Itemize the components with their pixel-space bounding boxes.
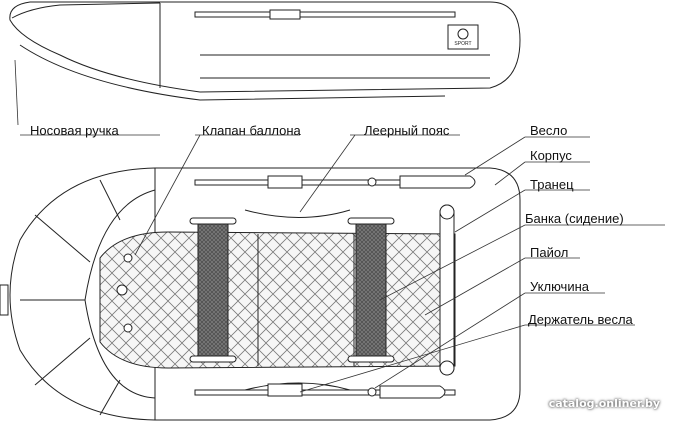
- side-hull-outline: [9, 1, 521, 93]
- oar-top: [194, 175, 476, 189]
- side-view: SPORT: [9, 1, 521, 101]
- seat-front: [197, 219, 229, 361]
- label-valve: Клапан баллона: [202, 123, 301, 138]
- floor-panel: [99, 231, 456, 369]
- logo-text: SPORT: [454, 41, 471, 47]
- seat-rear: [355, 219, 387, 361]
- bow-handle: [0, 284, 9, 316]
- side-oar-top: [194, 11, 456, 18]
- leader-lines: [14, 59, 665, 393]
- rope-bottom: [244, 382, 351, 391]
- label-oar-holder: Держатель весла: [528, 312, 633, 327]
- label-seat: Банка (сидение): [525, 211, 624, 226]
- label-oarlock: Уключина: [530, 279, 590, 294]
- label-transom: Транец: [530, 177, 574, 192]
- oar-bottom: [194, 383, 456, 399]
- label-hull: Корпус: [530, 148, 572, 163]
- label-floor: Пайол: [530, 245, 569, 260]
- label-oar: Весло: [530, 123, 568, 138]
- top-view: [0, 167, 521, 421]
- side-tube-lower: [19, 44, 446, 101]
- valve: [116, 284, 128, 296]
- watermark: catalog.onliner.by: [548, 397, 660, 410]
- label-rope: Леерный пояс: [364, 123, 450, 138]
- rope-top: [244, 209, 351, 218]
- side-bow-cone: [11, 2, 161, 19]
- label-bow-handle: Носовая ручка: [30, 123, 119, 138]
